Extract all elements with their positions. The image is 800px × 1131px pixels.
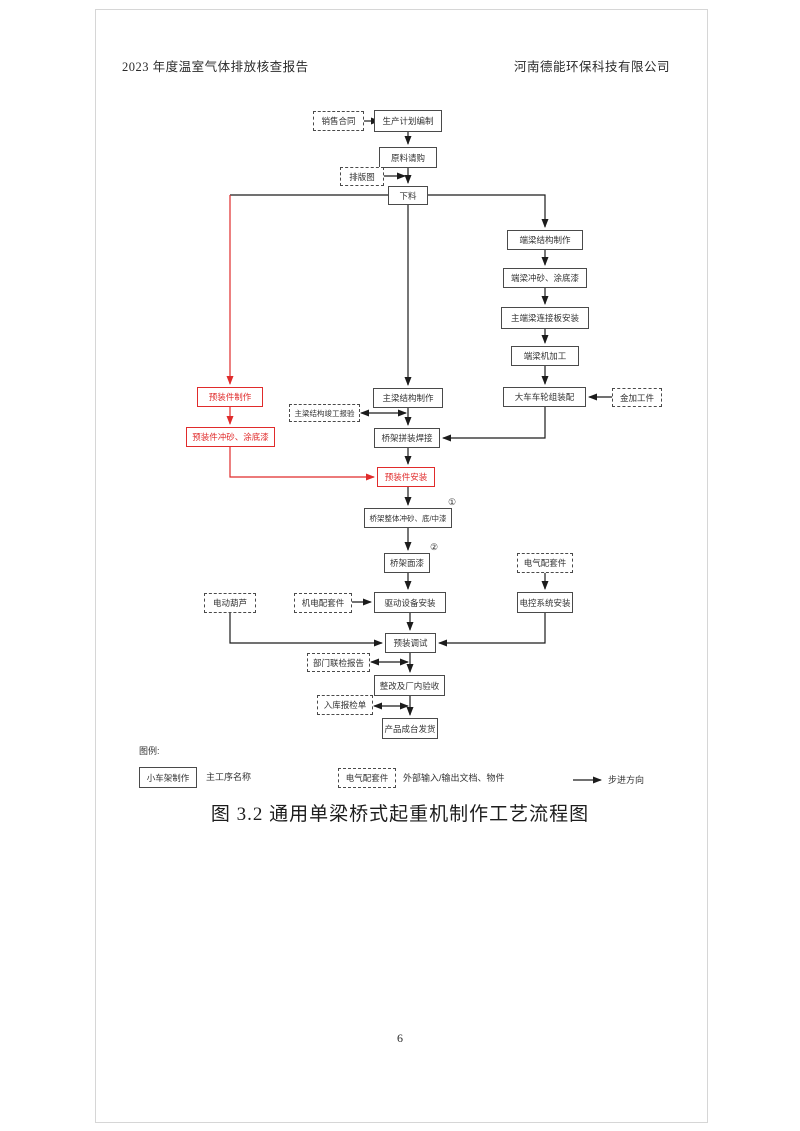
node-pre-test: 预装调试 xyxy=(385,633,436,653)
node-product-delivery: 产品成台发货 xyxy=(382,718,438,739)
footnote-mark-1: ① xyxy=(448,497,457,507)
node-pre-parts-install: 预装件安装 xyxy=(377,467,435,487)
node-main-beam-report: 主梁结构竣工报验 xyxy=(289,404,360,422)
node-control-install: 电控系统安装 xyxy=(517,592,573,613)
node-end-beam-fab: 端梁结构制作 xyxy=(507,230,583,250)
node-end-beam-plate: 主端梁连接板安装 xyxy=(501,307,589,329)
node-bridge-welding: 桥架拼装焊接 xyxy=(374,428,440,448)
node-sales-contract: 销售合同 xyxy=(313,111,364,131)
header-left: 2023 年度温室气体排放核查报告 xyxy=(122,60,309,74)
node-layout-drawing: 排版图 xyxy=(340,167,384,186)
node-bridge-topcoat: 桥架面漆 xyxy=(384,553,430,573)
legend-title: 图例: xyxy=(139,746,160,756)
legend-solid-box-sample: 小车架制作 xyxy=(139,767,197,788)
legend-arrow-label: 步进方向 xyxy=(608,775,645,785)
node-cutting: 下料 xyxy=(388,186,428,205)
node-end-beam-machining: 端梁机加工 xyxy=(511,346,579,366)
node-warehouse-form: 入库报检单 xyxy=(317,695,373,715)
node-electric-parts: 电气配套件 xyxy=(517,553,573,573)
node-pre-parts-fab: 预装件制作 xyxy=(197,387,263,407)
node-dept-report: 部门联检报告 xyxy=(307,653,370,672)
legend-dashed-label: 外部输入/输出文档、物件 xyxy=(403,773,505,783)
footnote-mark-2: ② xyxy=(430,542,439,552)
node-bridge-sandblast: 桥架整体冲砂、底/中漆 xyxy=(364,508,452,528)
legend-dashed-box-sample: 电气配套件 xyxy=(338,768,396,788)
node-drive-install: 驱动设备安装 xyxy=(374,592,446,613)
node-cart-wheel-assembly: 大车车轮组装配 xyxy=(503,387,586,407)
node-end-beam-paint: 端梁冲砂、涂底漆 xyxy=(503,268,587,288)
node-rectify-accept: 整改及厂内验收 xyxy=(374,675,445,696)
figure-caption: 图 3.2 通用单梁桥式起重机制作工艺流程图 xyxy=(210,804,590,825)
node-mech-elec-parts: 机电配套件 xyxy=(294,593,352,613)
node-main-beam-fab: 主梁结构制作 xyxy=(373,388,443,408)
node-production-plan: 生产计划编制 xyxy=(374,110,442,132)
page-number: 6 xyxy=(397,1031,403,1045)
node-material-request: 原料请购 xyxy=(379,147,437,168)
header-right: 河南德能环保科技有限公司 xyxy=(513,60,670,74)
legend-solid-label: 主工序名称 xyxy=(206,772,252,782)
node-electric-hoist: 电动葫芦 xyxy=(204,593,256,613)
node-metal-parts: 金加工件 xyxy=(612,388,662,407)
node-pre-parts-paint: 预装件冲砂、涂底漆 xyxy=(186,427,275,447)
